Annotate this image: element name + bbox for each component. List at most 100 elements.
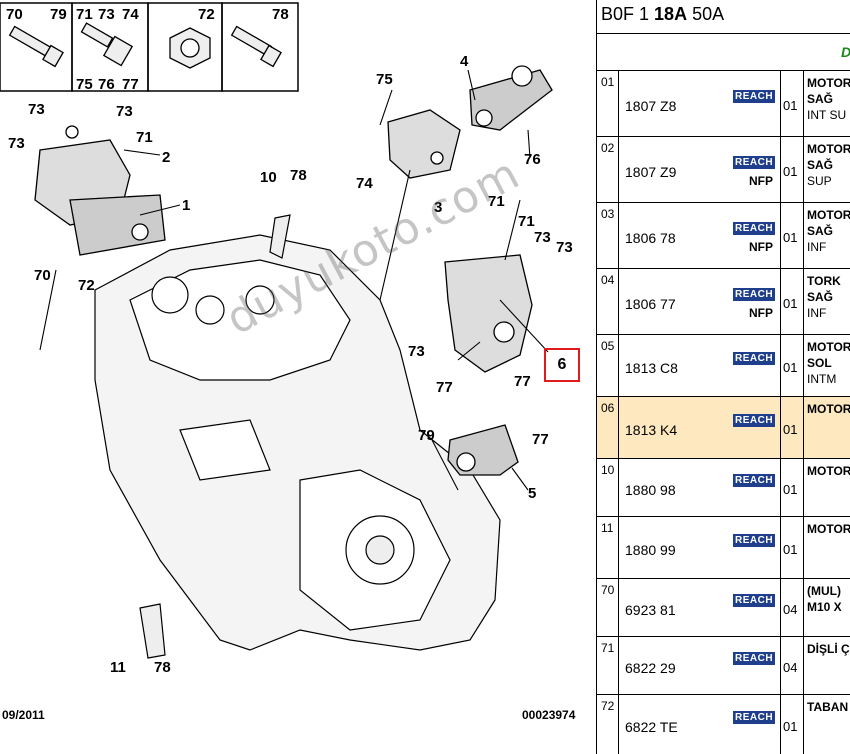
- qty-cell: [780, 637, 804, 694]
- qty-cell: [780, 517, 804, 578]
- reach-badge: REACH: [733, 156, 776, 169]
- quantity: 01: [783, 719, 798, 734]
- qty-cell: [780, 137, 804, 202]
- nfp-flag: NFP: [749, 174, 773, 188]
- qty-cell: [780, 459, 804, 516]
- part-number[interactable]: 6822 TE: [625, 719, 678, 735]
- description-line-1: MOTOR: [807, 76, 850, 90]
- part-number[interactable]: 1880 98: [625, 482, 676, 498]
- table-row[interactable]: 11 1880 99 REACH 01 MOTOR: [597, 517, 850, 579]
- part-number[interactable]: 1813 K4: [625, 422, 678, 438]
- row-index: 01: [597, 71, 619, 136]
- header-label-73: 73: [98, 6, 115, 23]
- callout-78: 78: [154, 659, 171, 676]
- header-label-78: 78: [272, 6, 289, 23]
- header-label-70: 70: [6, 6, 23, 23]
- qty-cell: [780, 335, 804, 396]
- drawing-number: 00023974: [522, 708, 576, 722]
- callout-77: 77: [514, 373, 531, 390]
- description-line-2: SAĞ: [807, 224, 834, 238]
- callout-73: 73: [408, 343, 425, 360]
- qty-cell: [780, 397, 804, 458]
- description: MOTOR: [807, 401, 850, 417]
- reach-badge: REACH: [733, 594, 776, 607]
- part-number[interactable]: 1807 Z8: [625, 98, 677, 114]
- callout-71: 71: [136, 129, 153, 146]
- description-line-1: TORK: [807, 274, 841, 288]
- subheader-text: D: [841, 44, 850, 60]
- description: (MUL)M10 X: [807, 583, 842, 615]
- row-index: 05: [597, 335, 619, 396]
- description-line-3: SUP: [807, 174, 832, 188]
- description-line-1: (MUL): [807, 584, 841, 598]
- nfp-flag: NFP: [749, 240, 773, 254]
- part-number[interactable]: 1807 Z9: [625, 164, 677, 180]
- table-header: B0F 1 18A 50A: [597, 0, 850, 34]
- part-number[interactable]: 1806 77: [625, 296, 676, 312]
- description-line-1: MOTOR: [807, 340, 850, 354]
- callout-1: 1: [182, 197, 191, 214]
- callout-79: 79: [418, 427, 435, 444]
- description-line-1: MOTOR: [807, 464, 850, 478]
- header-label-76: 76: [98, 76, 115, 93]
- part-number[interactable]: 6822 29: [625, 660, 676, 676]
- header-prefix: B0F 1: [601, 4, 650, 24]
- quantity: 01: [783, 542, 798, 557]
- header-label-72: 72: [198, 6, 215, 23]
- callout-10: 10: [260, 169, 277, 186]
- callout-76: 76: [524, 151, 541, 168]
- reach-badge: REACH: [733, 288, 776, 301]
- nfp-flag: NFP: [749, 306, 773, 320]
- qty-cell: [780, 579, 804, 636]
- callout-75: 75: [376, 71, 393, 88]
- date-code: 09/2011: [2, 708, 45, 722]
- quantity: 01: [783, 482, 798, 497]
- quantity: 01: [783, 360, 798, 375]
- callout-73: 73: [534, 229, 551, 246]
- row-index: 11: [597, 517, 619, 578]
- exploded-parts-diagram: 70 79 71 73 74 72 78 75 76 77 73 73 71 7…: [0, 2, 580, 722]
- header-label-79: 79: [50, 6, 67, 23]
- quantity: 01: [783, 230, 798, 245]
- callout-73: 73: [116, 103, 133, 120]
- header-label-77: 77: [122, 76, 139, 93]
- reach-badge: REACH: [733, 222, 776, 235]
- part-number[interactable]: 6923 81: [625, 602, 676, 618]
- callout-77: 77: [532, 431, 549, 448]
- callout-70: 70: [34, 267, 51, 284]
- description-line-1: MOTOR: [807, 522, 850, 536]
- description-line-2: SAĞ: [807, 158, 834, 172]
- callout-77: 77: [436, 379, 453, 396]
- highlighted-callout-6[interactable]: 6: [544, 348, 580, 382]
- callout-3: 3: [434, 199, 443, 216]
- quantity: 01: [783, 98, 798, 113]
- part-number[interactable]: 1813 C8: [625, 360, 678, 376]
- reach-badge: REACH: [733, 534, 776, 547]
- part-number[interactable]: 1806 78: [625, 230, 676, 246]
- part-number[interactable]: 1880 99: [625, 542, 676, 558]
- row-index: 03: [597, 203, 619, 268]
- quantity: 01: [783, 296, 798, 311]
- header-suffix: 50A: [692, 4, 725, 24]
- callout-73: 73: [8, 135, 25, 152]
- reach-badge: REACH: [733, 352, 776, 365]
- callout-78: 78: [290, 167, 307, 184]
- callout-73: 73: [28, 101, 45, 118]
- reach-badge: REACH: [733, 90, 776, 103]
- callout-4: 4: [460, 53, 469, 70]
